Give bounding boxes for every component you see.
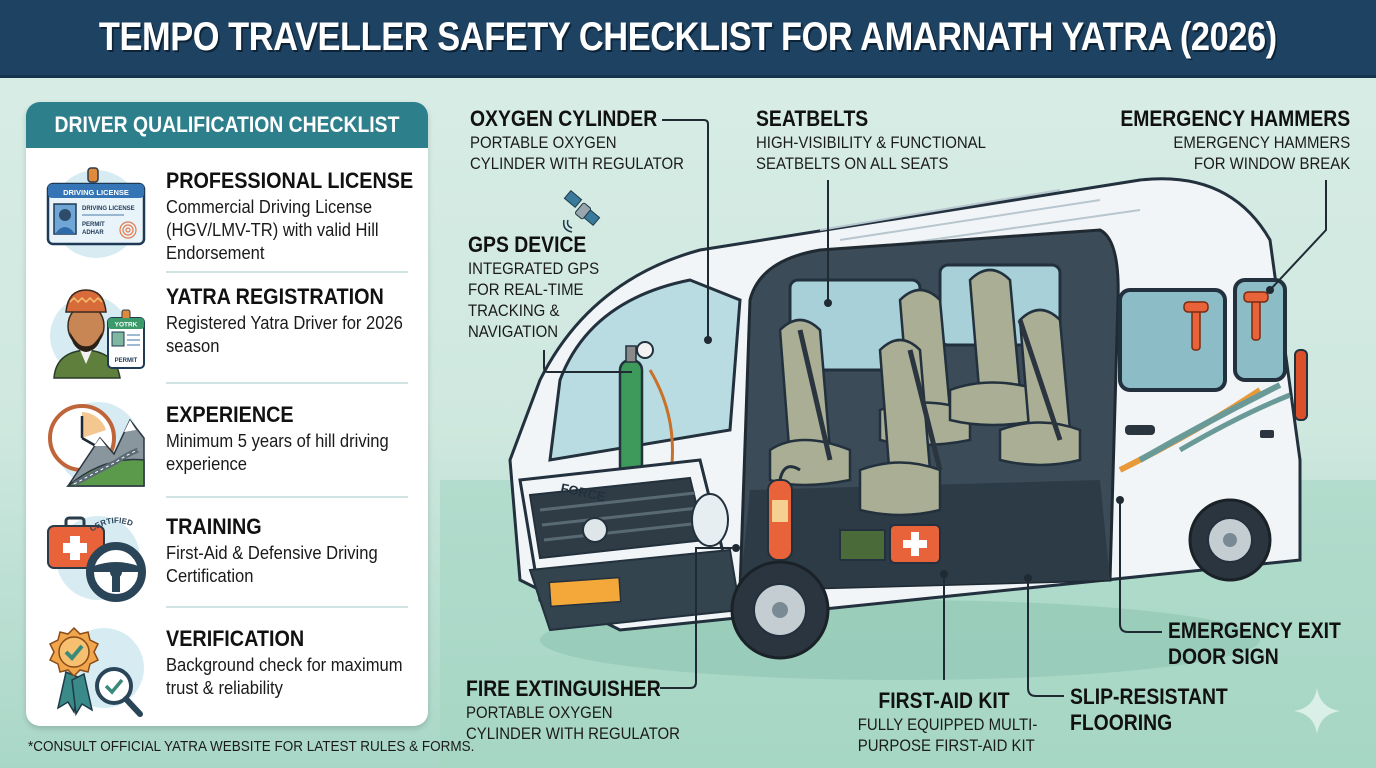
item-description: Commercial Driving License (HGV/LMV-TR) … bbox=[166, 197, 379, 263]
item-title: VERIFICATION bbox=[166, 626, 305, 651]
sparkle-icon bbox=[1294, 688, 1340, 734]
panel-header: DRIVER QUALIFICATION CHECKLIST bbox=[26, 102, 428, 148]
svg-text:PERMIT: PERMIT bbox=[115, 358, 138, 364]
callout-emergency-hammers: EMERGENCY HAMMERS EMERGENCY HAMMERS FOR … bbox=[1120, 106, 1350, 173]
first-aid-steering-wheel-icon: CERTIFIED bbox=[44, 510, 150, 610]
checklist-item-professional-license: DRIVING LICENSE DRIVING LICENSE PERMIT A… bbox=[26, 158, 428, 270]
driver-qualification-panel: DRIVER QUALIFICATION CHECKLIST DRIVING L… bbox=[26, 102, 428, 726]
divider bbox=[166, 496, 408, 498]
svg-text:DRIVING LICENSE: DRIVING LICENSE bbox=[82, 206, 135, 212]
clock-mountain-road-icon bbox=[44, 398, 150, 498]
item-description: First-Aid & Defensive Driving Certificat… bbox=[166, 543, 378, 586]
callout-first-aid-kit: FIRST-AID KIT FULLY EQUIPPED MULTI- PURP… bbox=[857, 688, 1038, 755]
fire-extinguisher-illustration bbox=[767, 465, 801, 561]
checklist-item-verification: VERIFICATION Background check for maximu… bbox=[26, 616, 428, 726]
panel-title: DRIVER QUALIFICATION CHECKLIST bbox=[54, 112, 400, 137]
callout-gps-device: GPS DEVICE INTEGRATED GPS FOR REAL-TIME … bbox=[468, 232, 600, 341]
yatra-driver-badge-icon: YOTRK PERMIT bbox=[44, 280, 150, 380]
gps-satellite-icon bbox=[562, 190, 601, 233]
callout-oxygen-cylinder: OXYGEN CYLINDER PORTABLE OXYGEN CYLINDER… bbox=[470, 106, 684, 173]
callout-emergency-exit: EMERGENCY EXIT DOOR SIGN bbox=[1168, 618, 1341, 669]
callout-slip-resistant-flooring: SLIP-RESISTANT FLOORING bbox=[1070, 684, 1228, 735]
item-title: PROFESSIONAL LICENSE bbox=[166, 168, 414, 193]
divider bbox=[166, 606, 408, 608]
item-description: Registered Yatra Driver for 2026 season bbox=[166, 313, 403, 356]
checklist-item-training: CERTIFIED TRAINING First-Aid & Defensive… bbox=[26, 504, 428, 616]
divider bbox=[166, 271, 408, 273]
license-card-title: DRIVING LICENSE bbox=[63, 188, 129, 197]
driving-license-icon: DRIVING LICENSE DRIVING LICENSE PERMIT A… bbox=[44, 164, 150, 264]
item-description: Background check for maximum trust & rel… bbox=[166, 655, 403, 698]
callout-seatbelts: SEATBELTS HIGH-VISIBILITY & FUNCTIONAL S… bbox=[756, 106, 986, 173]
page-title: TEMPO TRAVELLER SAFETY CHECKLIST FOR AMA… bbox=[99, 15, 1277, 59]
item-title: YATRA REGISTRATION bbox=[166, 284, 384, 309]
svg-text:ADHAR: ADHAR bbox=[82, 230, 104, 236]
item-title: EXPERIENCE bbox=[166, 402, 294, 427]
footnote: *CONSULT OFFICIAL YATRA WEBSITE FOR LATE… bbox=[28, 738, 475, 755]
divider bbox=[166, 382, 408, 384]
callout-fire-extinguisher: FIRE EXTINGUISHER PORTABLE OXYGEN CYLIND… bbox=[466, 676, 680, 743]
checklist-item-experience: EXPERIENCE Minimum 5 years of hill drivi… bbox=[26, 392, 428, 504]
checklist-item-yatra-registration: YOTRK PERMIT YATRA REGISTRATION Register… bbox=[26, 274, 428, 386]
item-title: TRAINING bbox=[166, 514, 262, 539]
item-description: Minimum 5 years of hill driving experien… bbox=[166, 431, 389, 474]
first-aid-kit-illustration bbox=[839, 524, 941, 564]
header-banner: TEMPO TRAVELLER SAFETY CHECKLIST FOR AMA… bbox=[0, 0, 1376, 78]
svg-text:PERMIT: PERMIT bbox=[82, 222, 105, 228]
tempo-traveller-illustration: FORCE bbox=[508, 177, 1308, 680]
verified-badge-magnifier-icon bbox=[44, 622, 150, 722]
svg-text:YOTRK: YOTRK bbox=[115, 322, 138, 329]
